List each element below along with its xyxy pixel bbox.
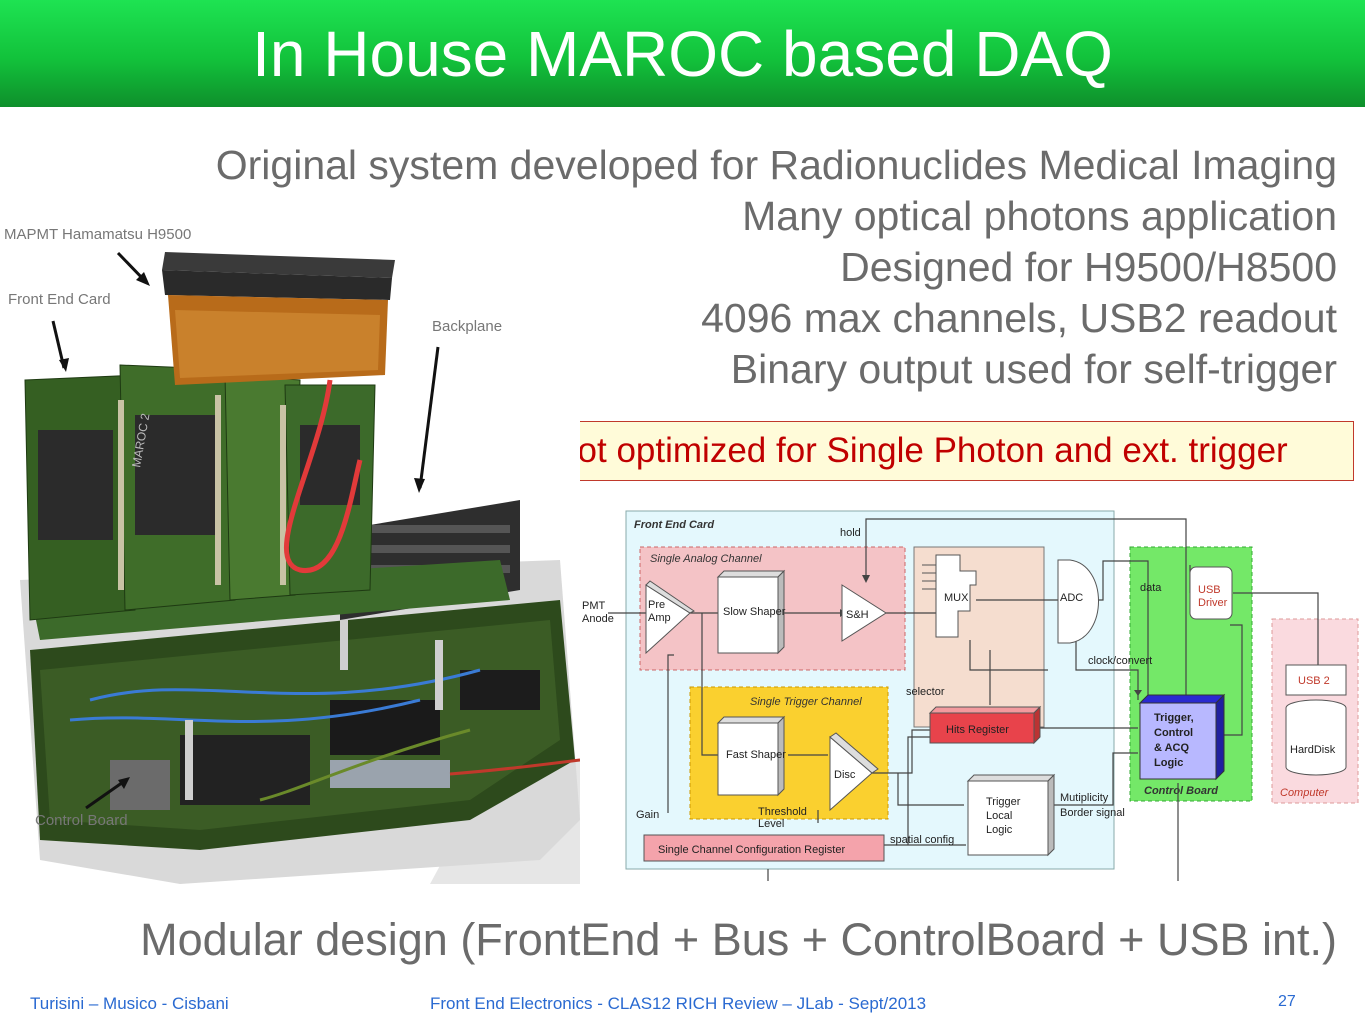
- trigger-control-label-4: Logic: [1154, 757, 1183, 769]
- control-board-label: Control Board: [1144, 785, 1218, 797]
- pmt-label-1: PMT: [582, 600, 606, 612]
- page-number: 27: [1278, 993, 1296, 1010]
- selector-label: selector: [906, 686, 945, 698]
- gain-label: Gain: [636, 809, 659, 821]
- harddisk-label: HardDisk: [1290, 744, 1336, 756]
- front-end-card-label: Front End Card: [634, 519, 714, 531]
- fast-shaper-label: Fast Shaper: [726, 749, 786, 761]
- threshold-label-2: Level: [758, 818, 784, 830]
- label-front-end-card: Front End Card: [8, 291, 111, 308]
- footer-authors: Turisini – Musico - Cisbani: [30, 994, 229, 1013]
- usb2-label: USB 2: [1298, 675, 1330, 687]
- hold-label: hold: [840, 527, 861, 539]
- bullet-2: Many optical photons application: [742, 193, 1337, 239]
- threshold-label-1: Threshold: [758, 806, 807, 818]
- preamp-label-1: Pre: [648, 599, 665, 611]
- label-mapmt: MAPMT Hamamatsu H9500: [4, 226, 192, 243]
- bullet-5: Binary output used for self-trigger: [730, 346, 1337, 392]
- computer-label: Computer: [1280, 787, 1330, 799]
- trigger-local-label-1: Trigger: [986, 796, 1021, 808]
- block-diagram: Front End Card Single Analog Channel Sin…: [582, 510, 1359, 881]
- disc-label: Disc: [834, 769, 856, 781]
- trigger-control-label-1: Trigger,: [1154, 712, 1194, 724]
- mux-label: MUX: [944, 592, 969, 604]
- trigger-control-label-3: & ACQ: [1154, 742, 1189, 754]
- usb-driver-label-1: USB: [1198, 584, 1221, 596]
- clock-convert-label: clock/convert: [1088, 655, 1152, 667]
- label-control-board: Control Board: [35, 812, 128, 829]
- trigger-local-label-3: Logic: [986, 824, 1013, 836]
- bottom-text: Modular design (FrontEnd + Bus + Control…: [140, 914, 1337, 965]
- usb-driver-label-2: Driver: [1198, 597, 1228, 609]
- config-register-label: Single Channel Configuration Register: [658, 844, 845, 856]
- trigger-control-label-2: Control: [1154, 727, 1193, 739]
- preamp-label-2: Amp: [648, 612, 671, 624]
- bullet-4: 4096 max channels, USB2 readout: [701, 295, 1337, 341]
- hardware-photo: MAROC 2: [0, 200, 580, 884]
- footer-event: Front End Electronics - CLAS12 RICH Revi…: [430, 994, 927, 1013]
- slow-shaper-label: Slow Shaper: [723, 606, 786, 618]
- adc-label: ADC: [1060, 592, 1083, 604]
- bullet-3: Designed for H9500/H8500: [840, 244, 1337, 290]
- label-backplane: Backplane: [432, 318, 503, 335]
- sh-label: S&H: [846, 609, 869, 621]
- bullet-1: Original system developed for Radionucli…: [215, 142, 1337, 188]
- callout-box: Not optimized for Single Photon and ext.…: [486, 421, 1354, 481]
- hits-register-label: Hits Register: [946, 724, 1009, 736]
- slide-title: In House MAROC based DAQ: [252, 18, 1113, 90]
- single-analog-channel-label: Single Analog Channel: [650, 553, 762, 565]
- multiplicity-label-1: Mutiplicity: [1060, 792, 1109, 804]
- single-trigger-channel-label: Single Trigger Channel: [750, 696, 862, 708]
- data-label: data: [1140, 582, 1162, 594]
- multiplicity-label-2: Border signal: [1060, 807, 1125, 819]
- trigger-local-label-2: Local: [986, 810, 1012, 822]
- spatial-config-label: spatial config: [890, 834, 954, 846]
- title-bar: [0, 0, 1365, 107]
- pmt-label-2: Anode: [582, 613, 614, 625]
